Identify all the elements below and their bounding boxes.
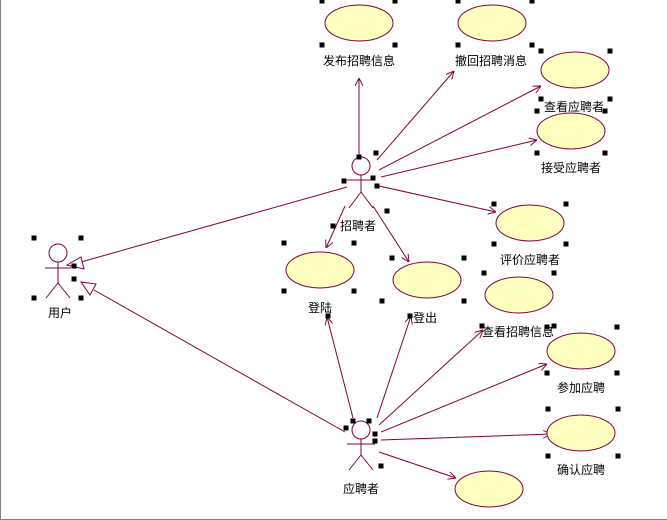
selection-handle[interactable]: [31, 295, 37, 301]
selection-handle[interactable]: [378, 463, 384, 469]
selection-handle[interactable]: [614, 370, 620, 376]
selection-handle[interactable]: [351, 240, 357, 246]
actor-recruiter[interactable]: [347, 156, 375, 209]
selection-handle[interactable]: [491, 201, 497, 207]
usecase-unnamed[interactable]: [454, 470, 524, 508]
selection-handle[interactable]: [389, 255, 395, 261]
selection-handle[interactable]: [607, 48, 613, 54]
selection-handle[interactable]: [534, 150, 540, 156]
selection-handle[interactable]: [615, 406, 621, 412]
selection-handle[interactable]: [545, 453, 551, 459]
selection-handle[interactable]: [551, 323, 557, 329]
selection-handle[interactable]: [31, 235, 37, 241]
usecase-publish[interactable]: 发布招聘信息: [323, 4, 395, 68]
selection-handle[interactable]: [341, 178, 347, 184]
selection-handle[interactable]: [551, 270, 557, 276]
selection-handle[interactable]: [379, 298, 385, 304]
selection-handle[interactable]: [78, 295, 84, 301]
recruiter-edges: [326, 71, 541, 262]
usecase-evaluate-applicant-label: 评价应聘者: [500, 252, 560, 267]
selection-handle[interactable]: [319, 0, 325, 4]
selection-handle[interactable]: [343, 425, 349, 431]
selection-handle[interactable]: [392, 42, 398, 48]
selection-handle[interactable]: [534, 108, 540, 114]
generalization-edges: [65, 186, 348, 433]
selection-handle[interactable]: [544, 370, 550, 376]
usecase-accept-applicant-label: 接受应聘者: [541, 160, 601, 175]
usecase-join-apply[interactable]: 参加应聘: [546, 332, 616, 395]
usecase-logout-label: 登出: [413, 310, 437, 325]
selection-handle[interactable]: [544, 324, 550, 330]
usecase-accept-applicant[interactable]: 接受应聘者: [536, 112, 606, 175]
selection-handle[interactable]: [356, 154, 362, 160]
selection-handle[interactable]: [479, 323, 485, 329]
usecase-view-recruit-info[interactable]: 查看招聘信息: [482, 276, 554, 339]
selection-handle[interactable]: [481, 270, 487, 276]
selection-handle[interactable]: [384, 208, 390, 214]
selection-handle[interactable]: [461, 255, 467, 261]
selection-handle[interactable]: [330, 223, 336, 229]
usecase-login-label: 登陆: [308, 300, 332, 315]
selection-handle[interactable]: [281, 288, 287, 294]
selection-handle[interactable]: [602, 150, 608, 156]
usecase-confirm-apply-label: 确认应聘: [557, 462, 605, 477]
selection-handle[interactable]: [563, 201, 569, 207]
selection-handle[interactable]: [491, 241, 497, 247]
selection-handle[interactable]: [529, 0, 535, 4]
selection-handle[interactable]: [461, 298, 467, 304]
selection-handle[interactable]: [614, 324, 620, 330]
selection-handle[interactable]: [366, 418, 372, 424]
selection-handle[interactable]: [529, 42, 535, 48]
selection-handle[interactable]: [392, 0, 398, 4]
usecase-join-apply-label: 参加应聘: [557, 380, 605, 395]
actor-user-label: 用户: [48, 305, 72, 320]
usecase-view-applicants[interactable]: 查看应聘者: [540, 51, 610, 114]
selection-handle[interactable]: [545, 406, 551, 412]
actor-applicant-label: 应聘者: [343, 481, 379, 496]
selection-handle[interactable]: [563, 241, 569, 247]
selection-handle[interactable]: [538, 48, 544, 54]
selection-handle[interactable]: [455, 42, 461, 48]
selection-handle[interactable]: [351, 288, 357, 294]
usecase-view-recruit-info-label: 查看招聘信息: [482, 324, 554, 339]
usecase-login[interactable]: 登陆: [285, 251, 355, 315]
selection-handle[interactable]: [607, 96, 613, 102]
selection-handle[interactable]: [281, 240, 287, 246]
selection-handle[interactable]: [373, 150, 379, 156]
selection-handle[interactable]: [319, 42, 325, 48]
actor-recruiter-label: 招聘者: [340, 219, 376, 233]
selection-handle[interactable]: [407, 313, 413, 319]
selection-handle[interactable]: [78, 235, 84, 241]
selection-handle[interactable]: [602, 108, 608, 114]
selection-handle[interactable]: [350, 418, 356, 424]
usecase-withdraw[interactable]: 撤回招聘消息: [455, 4, 527, 68]
selection-handle[interactable]: [455, 0, 461, 4]
usecase-publish-label: 发布招聘信息: [323, 53, 395, 68]
usecase-logout[interactable]: 登出: [392, 261, 462, 325]
selection-handle[interactable]: [325, 313, 331, 319]
usecase-confirm-apply[interactable]: 确认应聘: [546, 414, 616, 477]
applicant-edges: [327, 316, 551, 478]
selection-handle[interactable]: [372, 438, 378, 444]
actor-applicant[interactable]: [347, 420, 375, 471]
usecase-withdraw-label: 撤回招聘消息: [455, 53, 527, 68]
selection-handle[interactable]: [370, 175, 376, 181]
selection-handle[interactable]: [615, 453, 621, 459]
selection-handle[interactable]: [71, 276, 77, 282]
selection-handles: [31, 0, 621, 469]
selection-handle[interactable]: [374, 183, 380, 189]
usecase-view-applicants-label: 查看应聘者: [544, 99, 604, 114]
selection-handle[interactable]: [372, 431, 378, 437]
selection-handle[interactable]: [71, 263, 77, 269]
usecase-evaluate-applicant[interactable]: 评价应聘者: [495, 204, 565, 267]
actor-user[interactable]: [45, 243, 71, 299]
selection-handle[interactable]: [538, 96, 544, 102]
